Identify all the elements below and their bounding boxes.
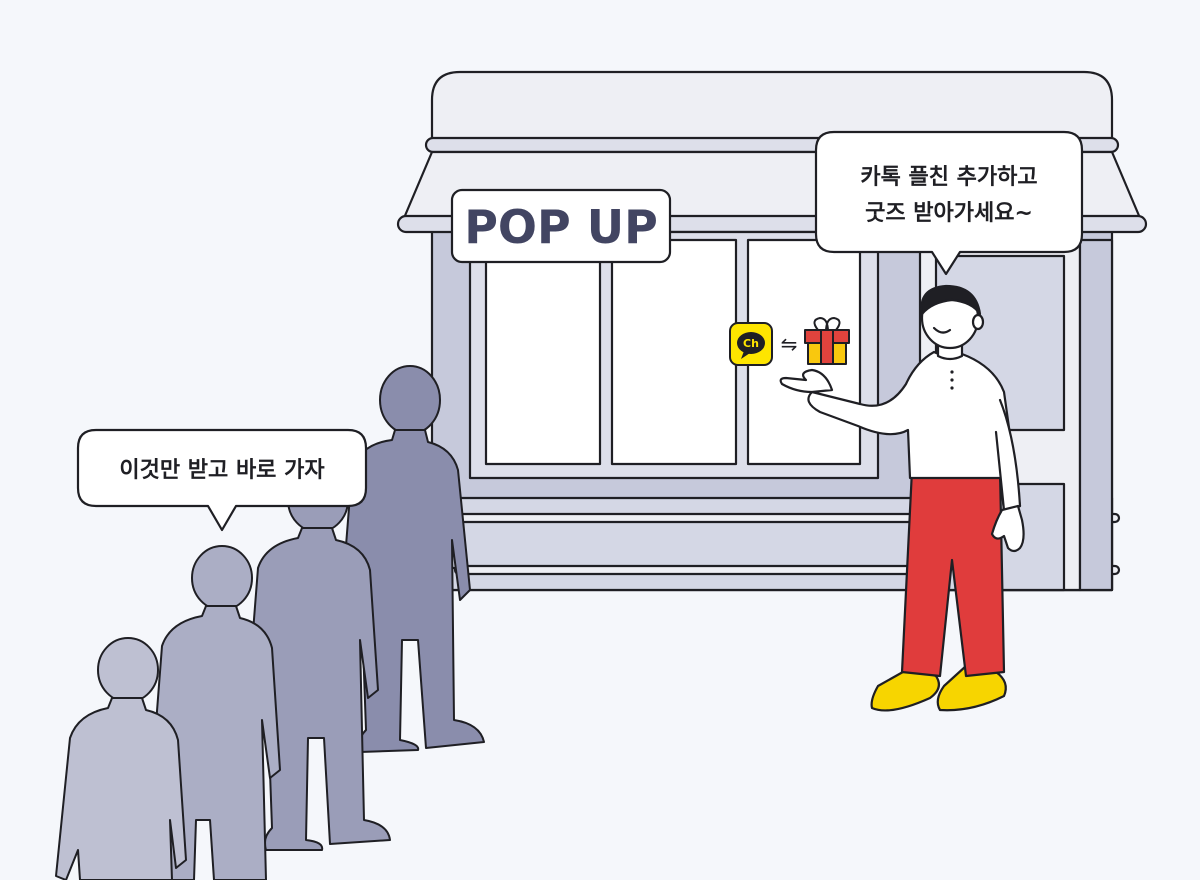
exchange-arrows-icon: ⇋ [781,332,798,356]
popup-sign-text: POP UP [464,200,658,254]
crowd-person-4 [55,637,187,880]
window-pane-1 [484,238,602,466]
channel-gift-exchange: Ch ⇋ [729,317,850,366]
crowd-person-3 [151,545,281,880]
staff-speech-bubble: 카톡 플친 추가하고 굿즈 받아가세요~ [814,130,1084,276]
staff-speech-line-2: 굿즈 받아가세요~ [865,201,1033,226]
staff-person [779,284,1025,712]
popup-sign: POP UP [450,188,672,264]
kakao-channel-icon: Ch [729,322,773,366]
staff-pants [900,468,1006,678]
awning-roof [430,70,1114,142]
gift-box-icon [804,317,850,365]
staff-shoe-right [936,664,1007,712]
window-pane-2 [610,238,738,466]
channel-icon-label: Ch [743,337,759,350]
staff-hair [920,284,982,316]
staff-hand-right [990,504,1025,553]
staff-shirt [807,350,1022,512]
staff-speech-line-1: 카톡 플친 추가하고 [860,165,1037,190]
staff-hand-left [779,368,834,394]
staff-shoe-left [870,666,941,712]
door-side-pillar [1078,238,1114,592]
crowd-speech-bubble: 이것만 받고 바로 가자 [76,428,368,532]
crowd-speech-text: 이것만 받고 바로 가자 [119,458,325,483]
waiting-crowd [55,365,485,880]
